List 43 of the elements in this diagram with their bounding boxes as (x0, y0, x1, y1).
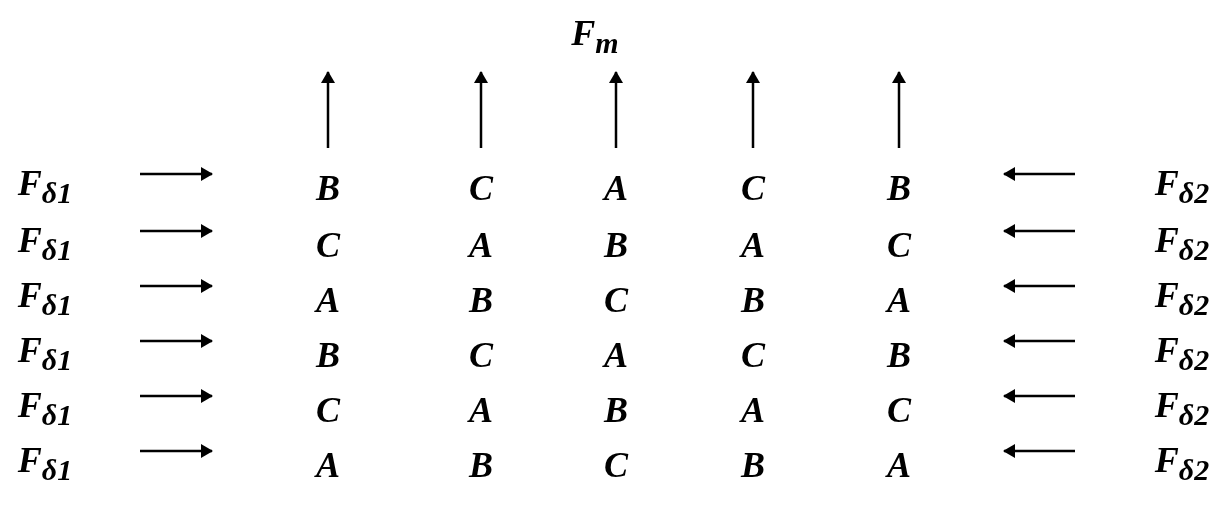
phase-label: C (316, 390, 340, 430)
phase-label: C (887, 390, 911, 430)
force-label: F$_{δ1}$ (17, 384, 73, 434)
force-label: F$_{δ2}$ (1154, 329, 1210, 379)
phase-label: B (316, 335, 340, 375)
phase-label: A (469, 390, 493, 430)
phase-label: A (887, 445, 911, 485)
phase-label: A (604, 335, 628, 375)
phase-label: B (887, 335, 911, 375)
force-label: F$_{m}$ (571, 12, 619, 62)
phase-label: B (604, 390, 628, 430)
phase-label: A (741, 225, 765, 265)
force-label: F$_{δ2}$ (1154, 384, 1210, 434)
phase-label: B (316, 168, 340, 208)
force-label: F$_{δ1}$ (17, 439, 73, 489)
force-label: F$_{δ2}$ (1154, 162, 1210, 212)
phase-label: C (316, 225, 340, 265)
phase-label: A (887, 280, 911, 320)
phase-label: C (604, 445, 628, 485)
phase-label: B (741, 445, 765, 485)
phase-label: A (316, 445, 340, 485)
phase-label: C (741, 335, 765, 375)
phase-label: A (469, 225, 493, 265)
force-label: F$_{δ2}$ (1154, 439, 1210, 489)
force-label: F$_{δ2}$ (1154, 274, 1210, 324)
phase-label: A (316, 280, 340, 320)
force-label: F$_{δ1}$ (17, 274, 73, 324)
force-label: F$_{δ1}$ (17, 329, 73, 379)
force-label: F$_{δ1}$ (17, 219, 73, 269)
phase-label: C (469, 335, 493, 375)
phase-label: B (887, 168, 911, 208)
phase-label: A (604, 168, 628, 208)
phase-label: B (741, 280, 765, 320)
phase-label: C (469, 168, 493, 208)
phase-label: B (604, 225, 628, 265)
phase-label: B (469, 280, 493, 320)
phase-label: B (469, 445, 493, 485)
phase-label: C (887, 225, 911, 265)
phase-label: A (741, 390, 765, 430)
phase-label: C (604, 280, 628, 320)
phase-label: C (741, 168, 765, 208)
force-label: F$_{δ2}$ (1154, 219, 1210, 269)
force-label: F$_{δ1}$ (17, 162, 73, 212)
